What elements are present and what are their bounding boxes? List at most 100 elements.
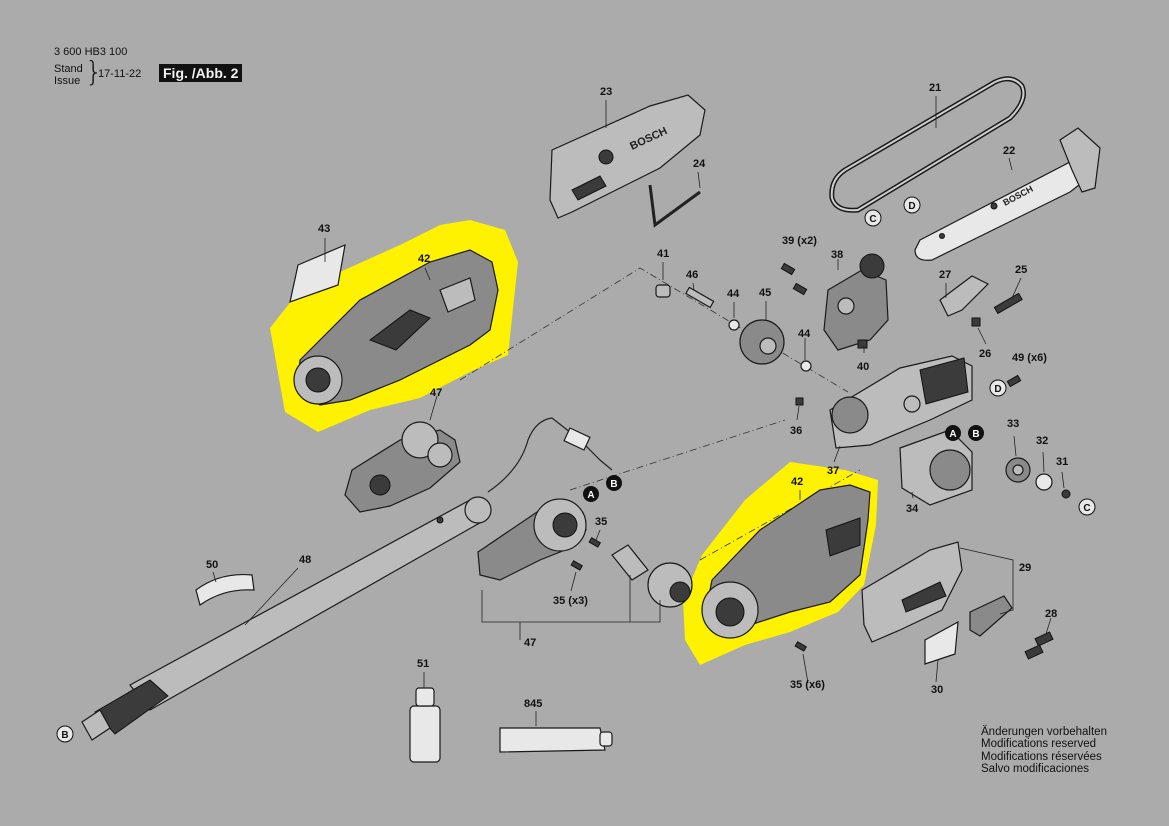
part-51-oil-bottle [409, 687, 441, 763]
part-33-sprocket [1005, 457, 1031, 483]
part-22-guide-bar: BOSCH [914, 127, 1101, 261]
callout-38: 38 [831, 249, 843, 261]
notice-line-de: Änderungen vorbehalten [981, 726, 1107, 738]
marker-d-bar: D [903, 196, 921, 214]
marker-b-right: B [968, 425, 984, 441]
part-44-washer [728, 319, 740, 331]
notice-line-es: Salvo modificaciones [981, 763, 1090, 776]
part-46-pin [685, 286, 715, 309]
stand-issue-label: Stand Issue [54, 63, 83, 87]
part-47-handle-grip [477, 498, 587, 581]
brace-glyph: } [85, 55, 103, 88]
svg-text:A: A [949, 429, 956, 440]
callout-31: 31 [1056, 456, 1068, 468]
document-number: 3 600 HB3 100 [54, 46, 128, 58]
part-36-pin [795, 397, 804, 406]
svg-text:D: D [994, 384, 1001, 395]
part-35-screws [794, 641, 808, 652]
svg-text:B: B [61, 730, 68, 741]
svg-text:C: C [1083, 503, 1090, 514]
notice-line-en: Modifications reserved [981, 738, 1097, 751]
callout-24: 24 [693, 158, 706, 170]
callout-25: 25 [1015, 264, 1027, 276]
callout-34: 34 [906, 503, 919, 515]
callout-51: 51 [417, 658, 429, 670]
callout-44-lower: 44 [798, 328, 811, 340]
callout-43: 43 [318, 223, 330, 235]
callout-33: 33 [1007, 418, 1019, 430]
callout-35-x3: 35 (x3) [553, 595, 588, 607]
callout-labels: 23 24 21 22 43 42 41 46 44 45 44 40 39 (… [206, 82, 1068, 710]
assembly-axis-line [699, 469, 861, 561]
svg-text:B: B [972, 429, 979, 440]
callout-36: 36 [790, 425, 802, 437]
part-24-hex-key [648, 184, 701, 228]
modifications-notice: Änderungen vorbehalten Modifications res… [981, 726, 1107, 776]
part-43-label [289, 244, 346, 303]
part-21-saw-chain [829, 76, 1026, 213]
callout-49: 49 (x6) [1012, 352, 1047, 364]
callout-41: 41 [657, 248, 669, 260]
issue-label: Issue [54, 75, 81, 87]
svg-text:B: B [610, 479, 617, 490]
callout-39: 39 (x2) [782, 235, 817, 247]
part-49-screws [1006, 374, 1022, 388]
part-44-washer [800, 360, 812, 372]
marker-a-right: A [945, 425, 961, 441]
part-capacitor [563, 427, 591, 451]
part-50-label [195, 573, 255, 606]
part-34-motor [899, 429, 973, 506]
marker-c-chain: C [864, 209, 882, 227]
leader-lines [212, 96, 1065, 726]
callout-46: 46 [686, 269, 698, 281]
part-48-pole-tube [81, 496, 492, 741]
stand-label: Stand [54, 63, 83, 75]
callout-26: 26 [979, 348, 991, 360]
callout-845: 845 [524, 698, 542, 710]
callout-42-right: 42 [791, 476, 803, 488]
callout-35: 35 [595, 516, 607, 528]
part-40-nut [857, 339, 868, 349]
part-41-bushing [655, 284, 671, 298]
svg-text:D: D [908, 201, 915, 212]
part-30-label [924, 620, 959, 665]
part-29-side-cover [861, 541, 1013, 643]
svg-text:C: C [869, 214, 876, 225]
part-spring-and-gear [611, 544, 693, 608]
callout-47-lower: 47 [524, 637, 536, 649]
assembly-axis-line [459, 267, 849, 393]
part-845-grease-tube [499, 727, 613, 753]
callout-28: 28 [1045, 608, 1057, 620]
marker-b-left: B [606, 475, 622, 491]
callout-23: 23 [600, 86, 612, 98]
part-31-circlip [1061, 489, 1071, 499]
part-45-gear-wheel [739, 319, 785, 365]
callout-42-left: 42 [418, 253, 430, 265]
callout-35-x6: 35 (x6) [790, 679, 825, 691]
part-42-housing-half-left [293, 249, 499, 406]
callout-50: 50 [206, 559, 218, 571]
callout-47-upper: 47 [430, 387, 442, 399]
callout-29: 29 [1019, 562, 1031, 574]
part-47-gear-housing-upper [344, 421, 461, 513]
callout-44-upper: 44 [727, 288, 740, 300]
marker-a-left: A [583, 486, 599, 502]
marker-c-circlip: C [1078, 498, 1096, 516]
assembly-axis-line [569, 419, 786, 491]
callout-30: 30 [931, 684, 943, 696]
callout-32: 32 [1036, 435, 1048, 447]
part-27-tension-lever [939, 275, 990, 317]
part-28-screws [1024, 631, 1054, 660]
part-42-housing-half-right [701, 484, 871, 639]
callout-45: 45 [759, 287, 771, 299]
part-25-bolt [993, 292, 1023, 315]
callout-48: 48 [299, 554, 311, 566]
issue-date: 17-11-22 [98, 68, 142, 80]
part-26-nut [971, 317, 981, 327]
callout-22: 22 [1003, 145, 1015, 157]
callout-40: 40 [857, 361, 869, 373]
notice-line-fr: Modifications réservées [981, 750, 1102, 763]
part-wiring [487, 417, 613, 493]
